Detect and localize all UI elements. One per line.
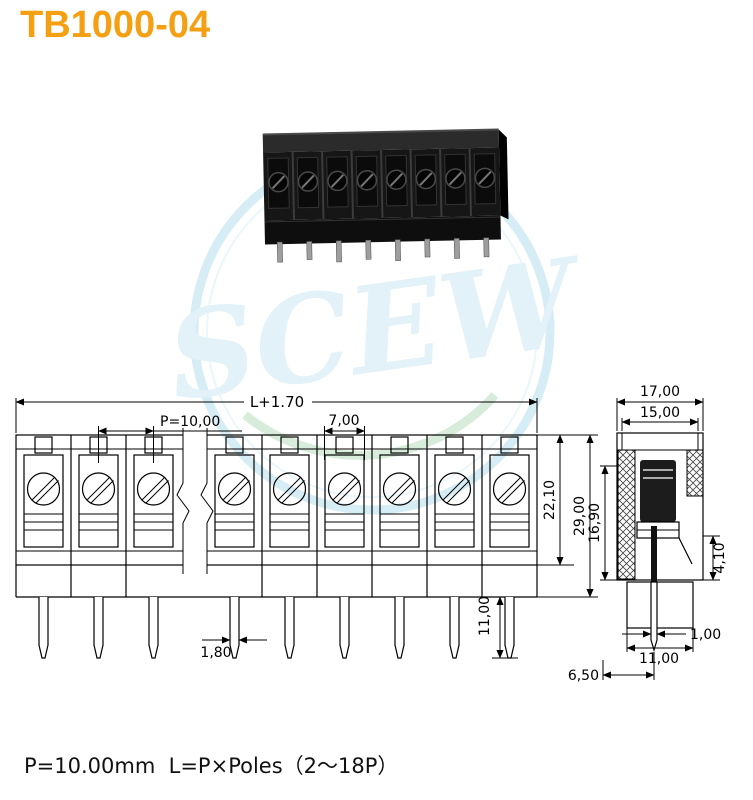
dim-side-left-height-label: 16,90 <box>587 503 603 543</box>
dim-front-total-width-label: L+1.70 <box>250 393 304 411</box>
dim-front-pin-width-label: 1,80 <box>200 645 231 661</box>
front-view-pins <box>38 597 515 659</box>
dim-front-pitch-label: P=10,00 <box>160 414 220 430</box>
dim-side-pin-width-label: 1,00 <box>690 627 721 643</box>
dim-side-inner-width-label: 15,00 <box>640 405 680 421</box>
break-lines <box>176 428 214 574</box>
front-view-dimensions: L+1.70 P=10,00 7,00 22,10 29,00 11 <box>15 393 598 661</box>
product-photo <box>262 128 509 263</box>
photo-pins <box>276 237 490 263</box>
part-number-title: TB1000-04 <box>20 4 211 46</box>
dim-side-pin-offset-label: 6,50 <box>568 668 599 684</box>
watermark-letters: SCEW <box>160 231 594 429</box>
dim-side-right-height-label: 4,10 <box>712 542 728 573</box>
photo-screws <box>267 153 497 209</box>
dim-front-body-height-label: 22,10 <box>542 480 558 520</box>
dim-front-opening-label: 7,00 <box>328 413 359 429</box>
dim-side-outer-width-label: 17,00 <box>640 384 680 400</box>
pitch-formula-text: P=10.00mm L=P×Poles（2～18P） <box>24 754 399 778</box>
dim-side-base-width-label: 11,00 <box>639 651 679 667</box>
side-view-drawing: 17,00 15,00 16,90 4,10 1,00 <box>568 384 728 684</box>
dim-front-pin-length-label: 11,00 <box>477 596 493 636</box>
dim-front-total-height-label: 29,00 <box>572 496 588 536</box>
side-view-dimensions: 17,00 15,00 16,90 4,10 1,00 <box>568 384 728 684</box>
front-view-drawing: L+1.70 P=10,00 7,00 22,10 29,00 11 <box>15 393 598 661</box>
